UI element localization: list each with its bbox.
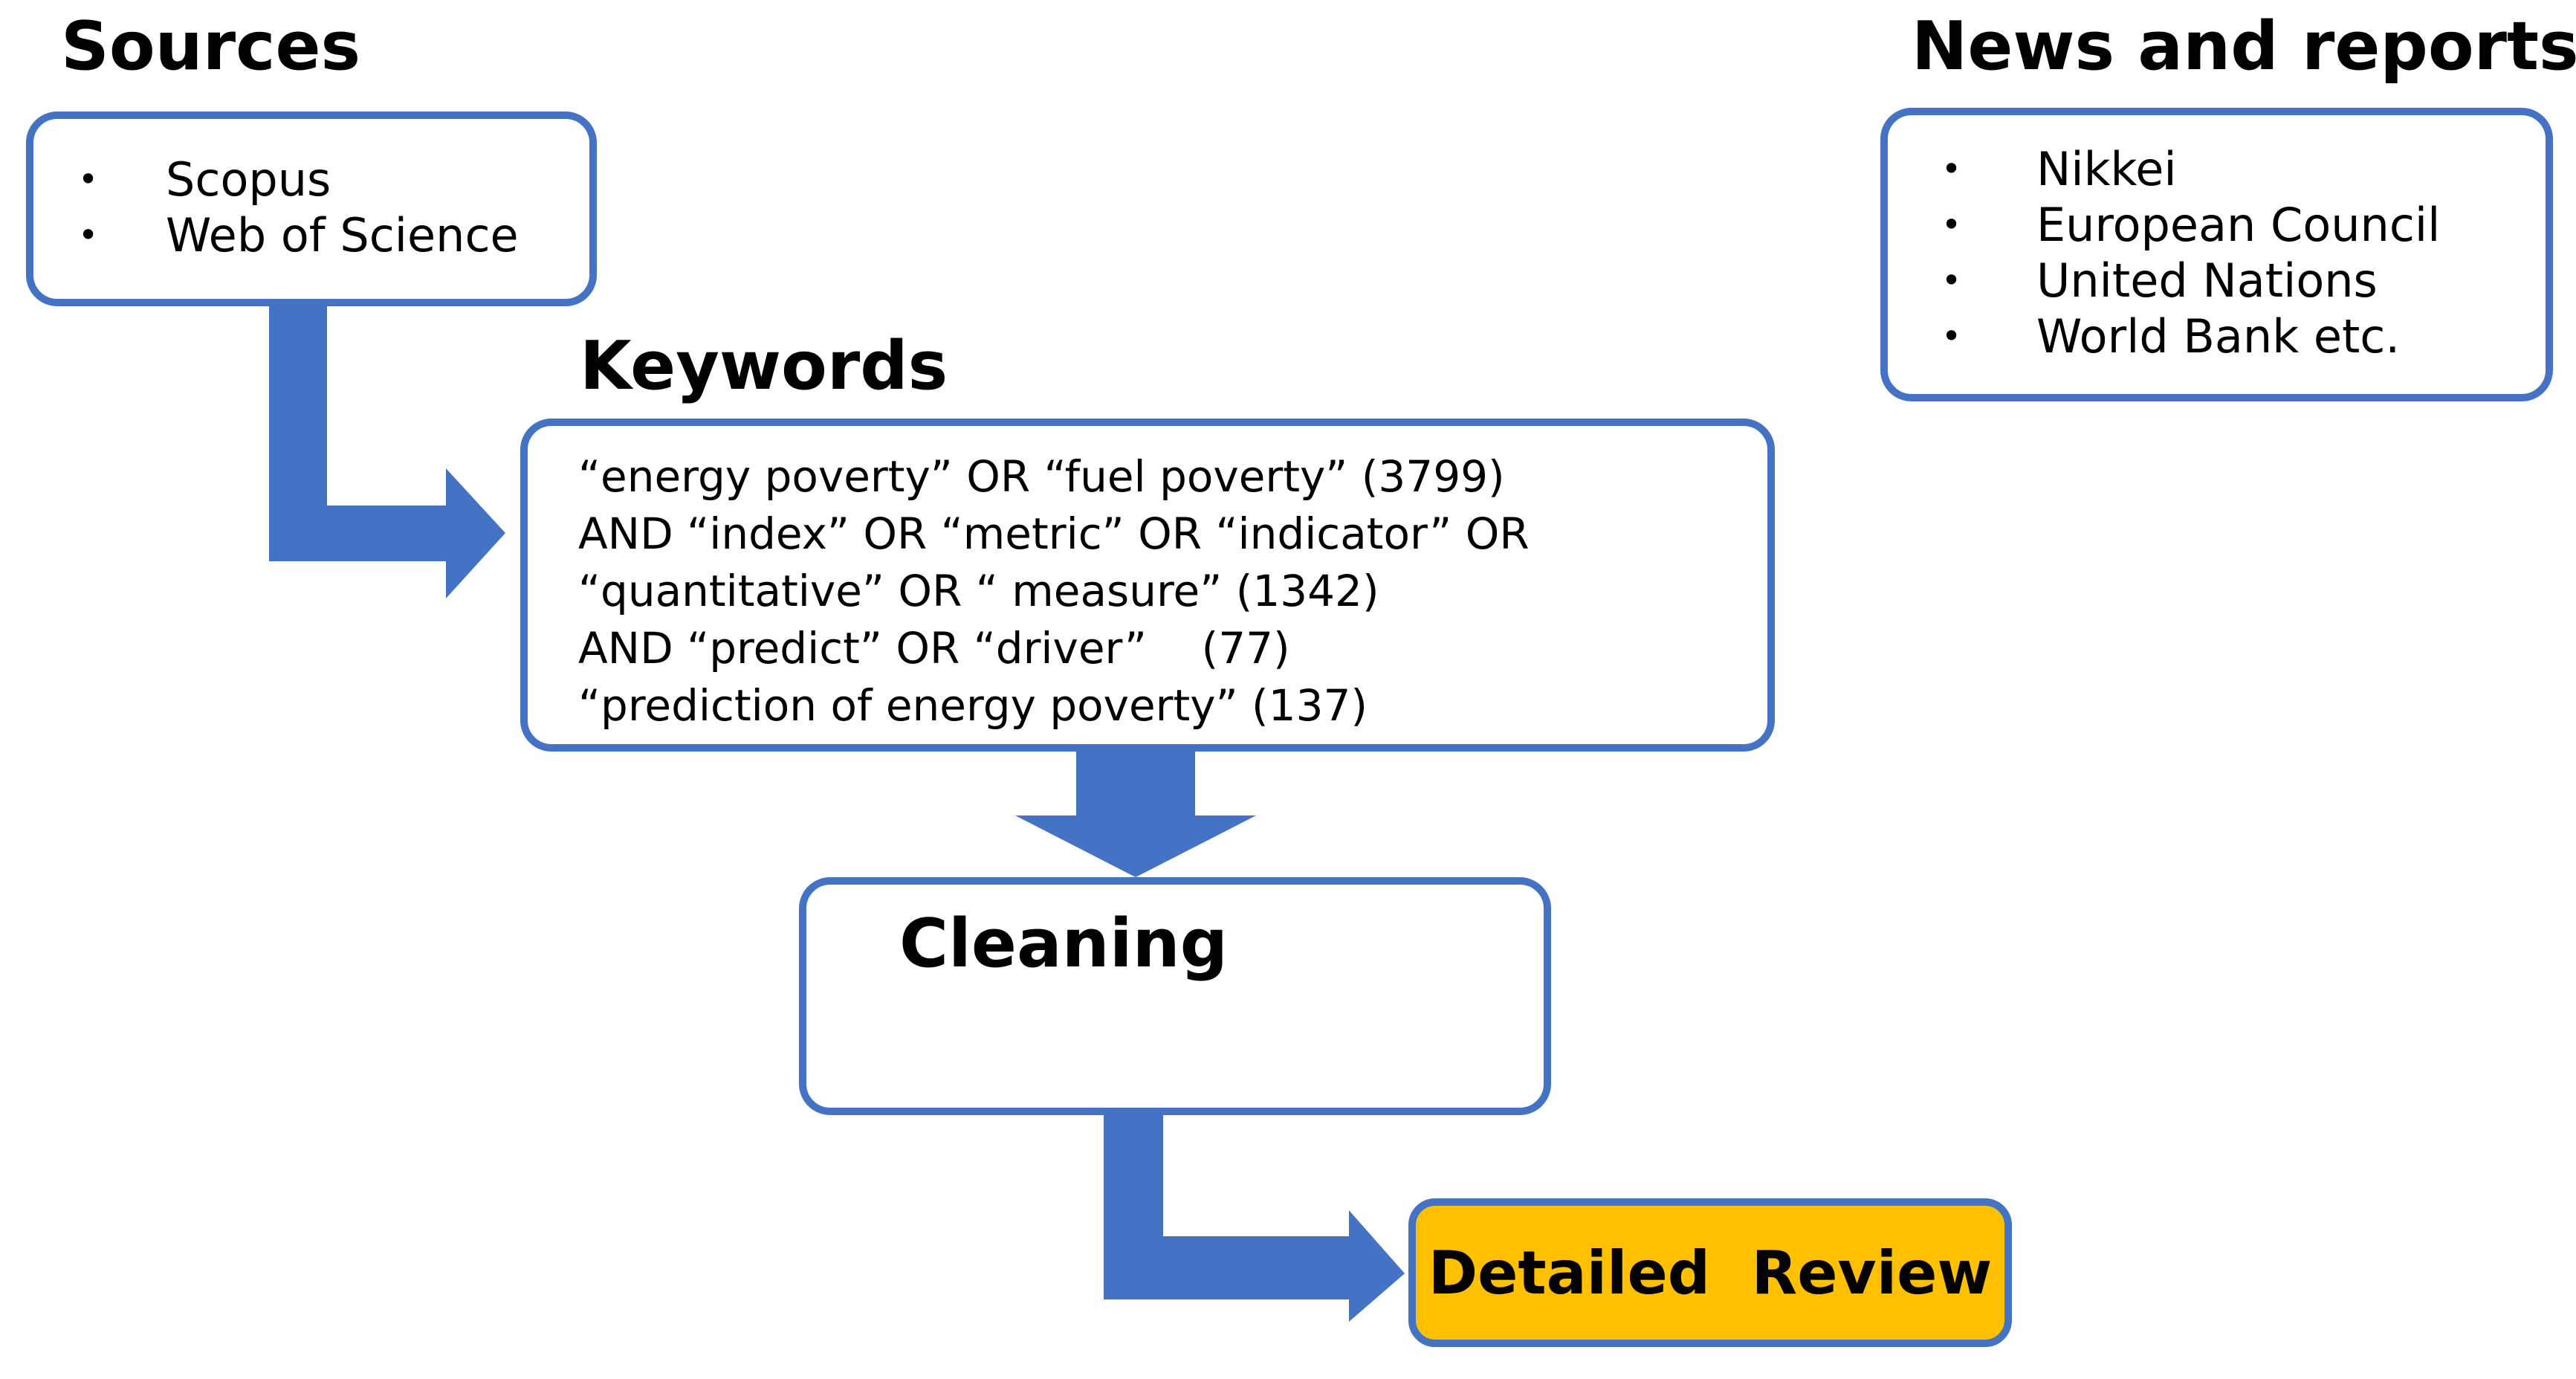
keyword-line: “energy poverty” OR “fuel poverty” (3799… — [578, 451, 1505, 502]
detailed-review-box: Detailed Review — [1408, 1198, 2012, 1347]
source-scopus: Scopus — [166, 152, 331, 207]
bullet-icon: • — [1941, 260, 1962, 300]
bullet-icon: • — [78, 159, 99, 199]
list-item: • Scopus — [78, 152, 519, 207]
keyword-line: AND “predict” OR “driver” (77) — [578, 623, 1290, 674]
keyword-line: “prediction of energy poverty” (137) — [578, 680, 1368, 731]
list-item: • European Council — [1941, 197, 2440, 253]
news-box: • Nikkei • European Council • United Nat… — [1880, 108, 2553, 401]
keyword-line: AND “index” OR “metric” OR “indicator” O… — [578, 508, 1530, 559]
bullet-icon: • — [1941, 316, 1962, 356]
cleaning-box: Cleaning — [799, 877, 1551, 1115]
arrow-keywords-to-cleaning — [1015, 751, 1256, 877]
detailed-review-label: Detailed Review — [1428, 1238, 1993, 1308]
keywords-box: “energy poverty” OR “fuel poverty” (3799… — [520, 419, 1775, 752]
arrow-cleaning-to-review — [1104, 1111, 1405, 1322]
bullet-icon: • — [1941, 204, 1962, 245]
bullet-icon: • — [1941, 149, 1962, 189]
list-item: • Nikkei — [1941, 141, 2440, 197]
source-web-of-science: Web of Science — [166, 208, 519, 262]
news-world-bank: World Bank etc. — [2036, 309, 2401, 364]
keyword-line: “quantitative” OR “ measure” (1342) — [578, 566, 1379, 616]
list-item: • World Bank etc. — [1941, 309, 2440, 364]
bullet-icon: • — [78, 215, 99, 255]
news-european-council: European Council — [2036, 198, 2441, 252]
news-nikkei: Nikkei — [2036, 142, 2177, 196]
news-list: • Nikkei • European Council • United Nat… — [1941, 141, 2440, 364]
keywords-heading: Keywords — [580, 327, 948, 405]
list-item: • Web of Science — [78, 207, 519, 263]
news-united-nations: United Nations — [2036, 253, 2378, 308]
list-item: • United Nations — [1941, 253, 2440, 309]
arrow-sources-to-keywords — [269, 301, 505, 598]
sources-box: • Scopus • Web of Science — [26, 112, 597, 306]
sources-heading: Sources — [61, 7, 361, 85]
keywords-query: “energy poverty” OR “fuel poverty” (3799… — [578, 448, 1530, 734]
news-heading: News and reports — [1912, 7, 2576, 85]
sources-list: • Scopus • Web of Science — [78, 152, 519, 263]
cleaning-label: Cleaning — [899, 905, 1229, 983]
